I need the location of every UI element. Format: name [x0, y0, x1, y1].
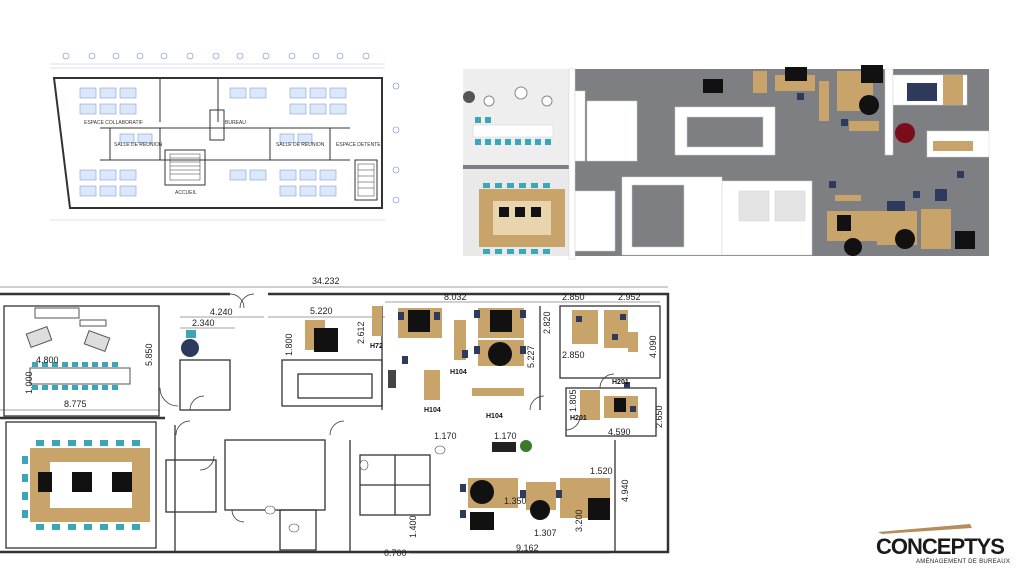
bottom-workstations	[460, 440, 610, 530]
room-label-h201: H201	[570, 415, 587, 422]
desk-workstations-top	[703, 65, 973, 151]
dim-label: 9.162	[516, 543, 539, 553]
room-label: ACCUEIL	[175, 190, 197, 196]
conference-room	[22, 440, 150, 530]
doors	[159, 293, 615, 523]
room-label: ESPACE COLLABORATIF	[84, 120, 143, 126]
logo-tagline: AMÉNAGEMENT DE BUREAUX	[916, 559, 1011, 565]
dim-label: 1.805	[568, 389, 578, 412]
dim-label: 4.590	[608, 427, 631, 437]
lounge-area	[25, 307, 131, 390]
dim-label: 1.520	[590, 466, 613, 476]
dim-label: 8.775	[64, 399, 87, 409]
dim-total-width: 34.232	[312, 276, 340, 286]
dim-label: 1.350	[504, 496, 527, 506]
dim-label: 4.800	[36, 355, 59, 365]
logo-wordmark: CONCEPTYS	[876, 534, 1005, 559]
grid-axis-markers	[62, 52, 400, 204]
desk-clusters	[79, 87, 347, 197]
dim-label: 4.940	[620, 479, 630, 502]
outer-walls	[0, 292, 670, 554]
room-label-h201: H201	[612, 379, 629, 386]
dim-label: 1.400	[408, 515, 418, 538]
room-label-h104: H104	[424, 407, 441, 414]
room-label: SALLE DE REUNION	[276, 142, 325, 148]
dim-label: 0.700	[384, 548, 407, 558]
logo-roof-mark	[878, 524, 972, 534]
dim-label: 4.240	[210, 307, 233, 317]
toilet-fixtures	[264, 445, 446, 533]
dim-label: 1.170	[434, 431, 457, 441]
dim-label: 2.650	[654, 405, 664, 428]
room-label-h72: H72	[370, 343, 383, 350]
meeting-table-top	[463, 86, 554, 145]
dim-label: 5.227	[526, 345, 536, 368]
partitions	[568, 68, 990, 260]
dim-label: 1.307	[534, 528, 557, 538]
dim-label: 5.220	[310, 306, 333, 316]
conceptys-logo: CONCEPTYS AMÉNAGEMENT DE BUREAUX	[872, 522, 1022, 568]
dim-label: 2.850	[562, 292, 585, 302]
small-floor-plan: SALLE DE REUNION SALLE DE REUNION ESPACE…	[50, 52, 400, 221]
dim-label: 8.032	[444, 292, 467, 302]
reception-area	[181, 306, 396, 388]
h201-workstations	[572, 310, 638, 420]
room-label: SALLE DE REUNION	[114, 142, 163, 148]
dim-label: 2.612	[356, 321, 366, 344]
room-label-h104: H104	[450, 369, 467, 376]
rendered-3d-plan	[457, 61, 995, 264]
h104-workstations	[398, 308, 526, 400]
conference-table	[479, 183, 565, 254]
dimensioned-floor-plan: 34.232 4.240 2.340 5.220 8.032 2.850 2.9…	[0, 276, 670, 558]
dim-label: 4.090	[648, 335, 658, 358]
dim-label: 1.800	[284, 333, 294, 356]
desk-workstations-bottom	[827, 189, 975, 256]
dim-label: 2.850	[562, 350, 585, 360]
dim-label: 5.850	[144, 343, 154, 366]
room-label: ESPACE DETENTE	[336, 142, 381, 148]
dim-label: 2.952	[618, 292, 641, 302]
dim-label: 1.170	[494, 431, 517, 441]
dim-label: 2.820	[542, 311, 552, 334]
dim-label: 1.000	[24, 371, 34, 394]
room-label-h104: H104	[486, 413, 503, 420]
dim-label: 3.200	[574, 509, 584, 532]
room-label: BUREAU	[225, 120, 246, 126]
stairs	[169, 153, 375, 197]
dim-label: 2.340	[192, 318, 215, 328]
